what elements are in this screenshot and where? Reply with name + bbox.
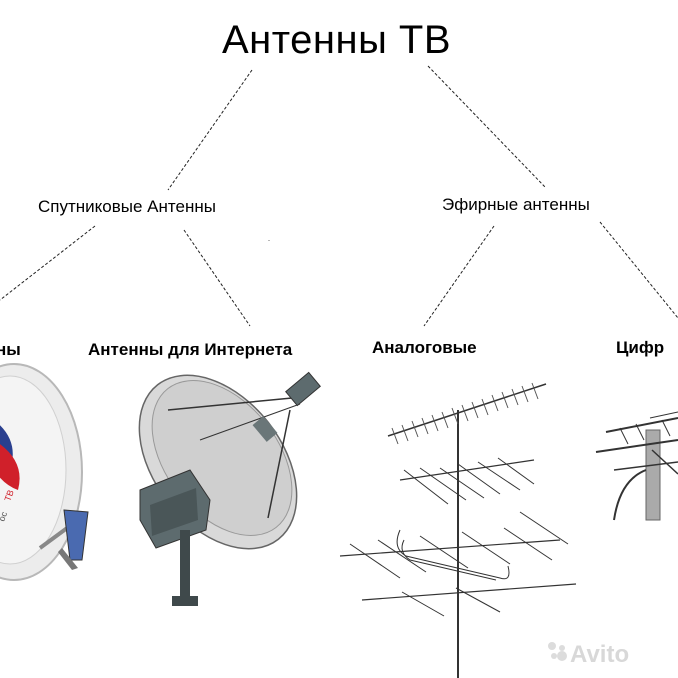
- analog-antenna: [339, 382, 577, 678]
- edge-terrestrial-leaf2: [423, 225, 495, 327]
- node-digital-partial: Цифр: [616, 338, 665, 357]
- diagram-title: Антенны ТВ: [222, 18, 452, 62]
- edge-satellite-leaf0: [0, 225, 96, 301]
- node-leaf-partial-left: ны: [0, 340, 21, 359]
- watermark-icon: [548, 642, 567, 661]
- node-terrestrial-antennas: Эфирные антенны: [442, 195, 590, 214]
- edge-terrestrial-leaf3: [599, 221, 678, 319]
- edge-root-terrestrial: [427, 65, 547, 189]
- edge-satellite-leaf1: [183, 229, 251, 327]
- node-analog: Аналоговые: [372, 338, 477, 357]
- digital-antenna: [595, 411, 678, 521]
- internet-dish: [138, 371, 321, 606]
- edge-root-satellite: [167, 69, 253, 191]
- node-internet-antennas: Антенны для Интернета: [88, 340, 293, 359]
- stray-mark: -: [268, 238, 270, 244]
- svg-text:ос: ос: [0, 510, 9, 523]
- watermark-text: Avito: [570, 641, 630, 668]
- node-satellite-antennas: Спутниковые Антенны: [38, 197, 216, 216]
- dish-logo-text: ТВ: [2, 488, 15, 502]
- satellite-dish-left: ос ТВ: [0, 363, 89, 581]
